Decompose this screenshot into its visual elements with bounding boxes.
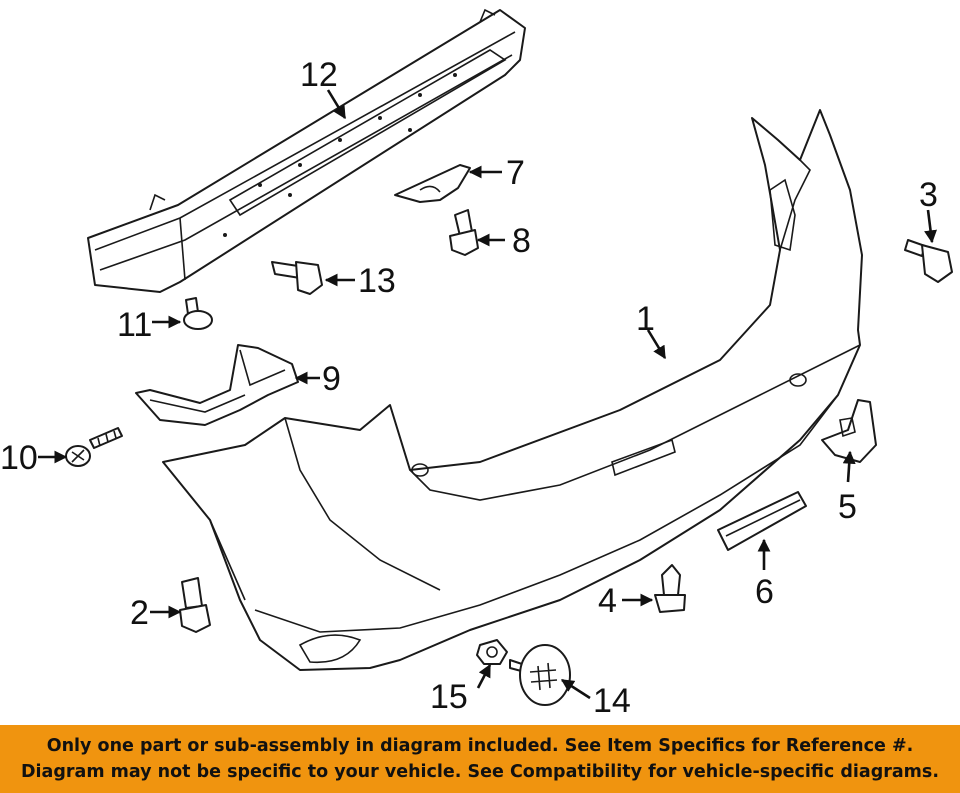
- bracket-part-7: [394, 164, 471, 203]
- callout-10: 10: [0, 439, 38, 477]
- bracket-part-5: [821, 399, 877, 463]
- bolt-part-8: [449, 209, 479, 256]
- callout-14: 14: [593, 682, 631, 720]
- bolt-part-3: [904, 239, 953, 283]
- callout-11: 11: [117, 306, 152, 344]
- clip-part-11: [183, 297, 213, 330]
- callout-5: 5: [838, 488, 857, 526]
- callout-2: 2: [130, 594, 149, 632]
- bolt-part-2: [179, 577, 211, 633]
- clip-part-4: [654, 564, 686, 613]
- callout-7: 7: [506, 154, 525, 192]
- callout-3: 3: [919, 176, 938, 214]
- callout-4: 4: [598, 582, 617, 620]
- disclaimer-banner: Only one part or sub-assembly in diagram…: [0, 725, 960, 793]
- bumper-cover-part: [162, 109, 863, 671]
- disclaimer-line-1: Only one part or sub-assembly in diagram…: [46, 736, 914, 756]
- nut-part-15: [476, 639, 508, 665]
- callout-13: 13: [358, 262, 396, 300]
- callout-8: 8: [512, 222, 531, 260]
- disclaimer-line-2: Diagram may not be specific to your vehi…: [21, 762, 939, 782]
- callout-labels: 1 2 3 4 5 6 7 8 9 10 11 12 13 14 15: [0, 56, 938, 720]
- leader-lines: [38, 89, 937, 700]
- bracket-part-9: [135, 344, 299, 426]
- callout-6: 6: [755, 573, 774, 611]
- plug-part-14: [509, 644, 571, 706]
- reflector-part-6: [717, 491, 807, 551]
- screw-part-10: [65, 427, 123, 467]
- callout-1: 1: [636, 300, 655, 338]
- parts-diagram: 1 2 3 4 5 6 7 8 9 10 11 12 13 14 15: [0, 8, 953, 720]
- bolt-part-13: [271, 261, 323, 295]
- callout-15: 15: [430, 678, 468, 716]
- callout-9: 9: [322, 360, 341, 398]
- callout-12: 12: [300, 56, 338, 94]
